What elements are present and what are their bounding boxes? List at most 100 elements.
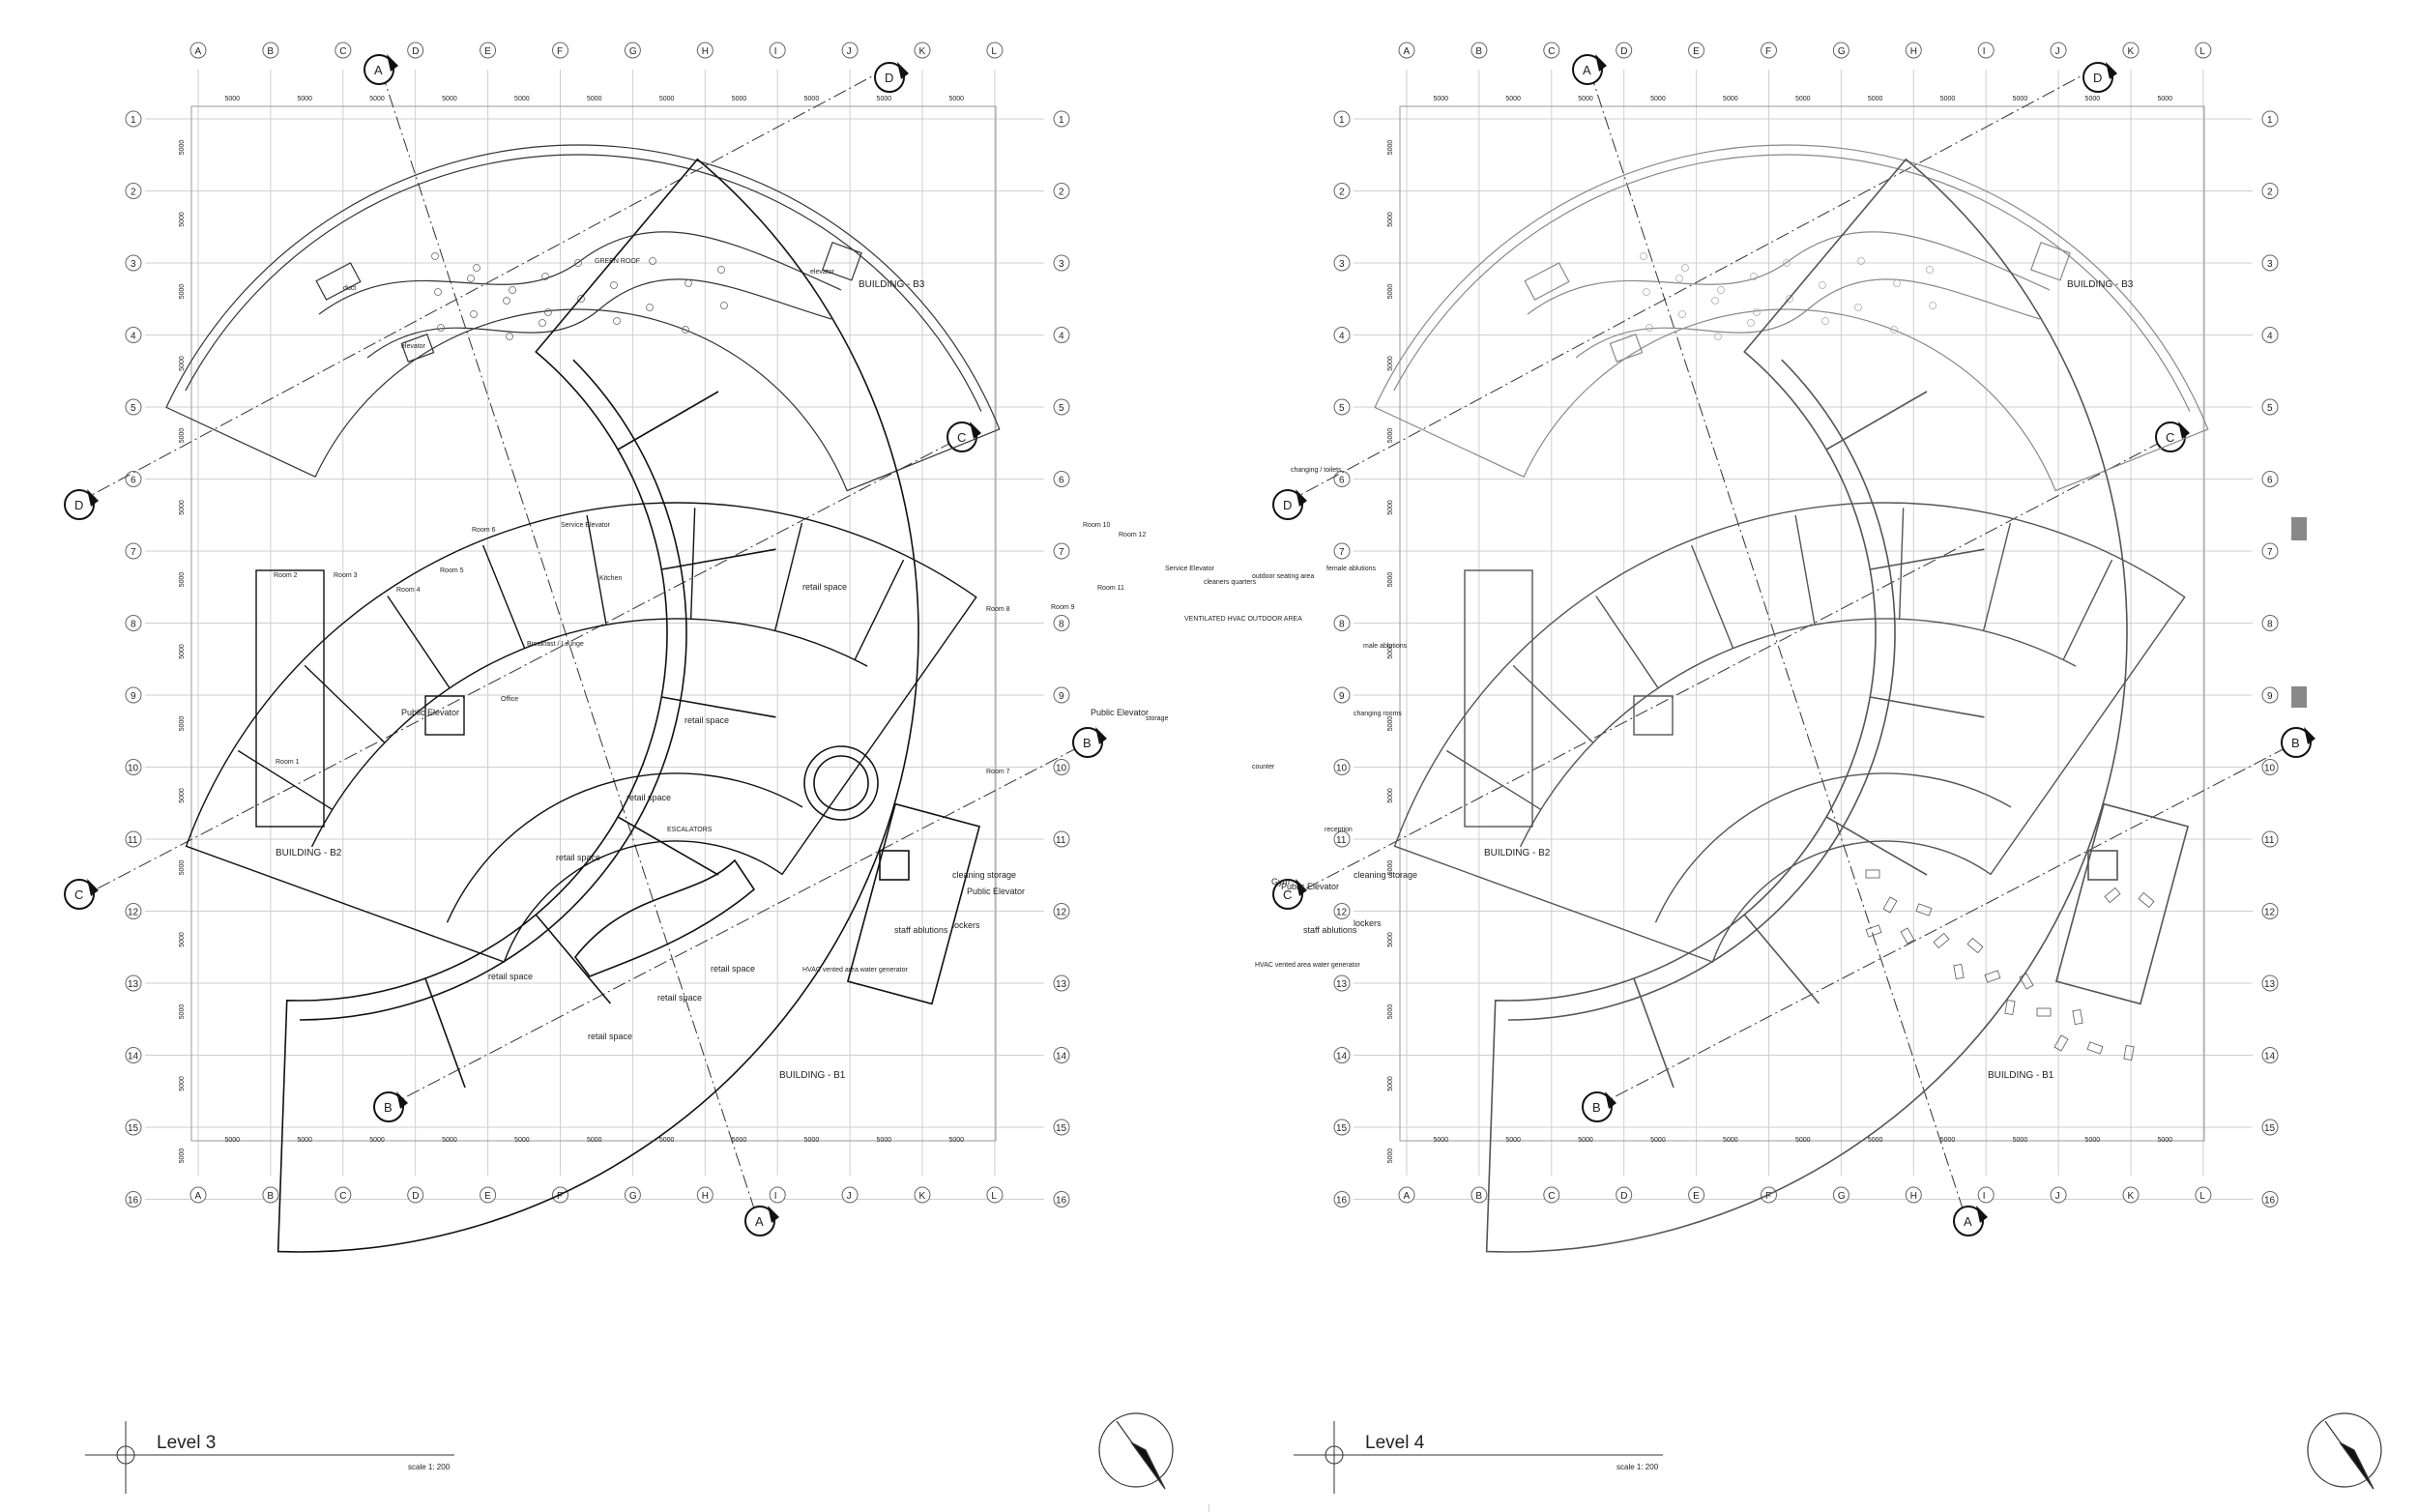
dimension-label: 5000 xyxy=(179,788,186,803)
room-label: cleaning storage xyxy=(1354,870,1417,880)
grid-row-label: 4 xyxy=(2267,332,2273,342)
grid-bubble-row xyxy=(125,686,142,704)
grid-col-label: G xyxy=(629,1191,637,1202)
grid-bubble-row xyxy=(2261,974,2279,992)
grid-row-label: 9 xyxy=(1339,691,1345,702)
grid-col-label: E xyxy=(484,46,491,57)
grid-bubble-col xyxy=(2050,42,2067,59)
gym-equipment-icon xyxy=(2004,999,2016,1016)
section-marker-arrow xyxy=(1605,1091,1616,1109)
tree-icon xyxy=(434,288,442,296)
tree-icon xyxy=(1819,281,1826,289)
tree-icon xyxy=(684,279,692,287)
dimension-label: 5000 xyxy=(179,1149,186,1164)
grid-col-label: B xyxy=(1475,46,1482,57)
grid-col-label: F xyxy=(557,46,563,57)
section-marker-circle xyxy=(2281,727,2312,758)
section-marker-circle xyxy=(1582,1091,1613,1122)
section-marker: A xyxy=(1572,54,1607,85)
grid-col-label: E xyxy=(1693,1191,1700,1202)
tree-icon xyxy=(1714,333,1722,340)
grid-row-label: 11 xyxy=(1056,835,1066,846)
grid-row-label: 4 xyxy=(131,332,136,342)
grid-bubble-row xyxy=(125,254,142,272)
room-label: cleaning storage xyxy=(952,870,1016,880)
grid-row-label: 16 xyxy=(1056,1196,1067,1207)
section-marker-circle xyxy=(373,1091,404,1122)
section-line-d xyxy=(1285,69,2094,504)
grid-row-label: 2 xyxy=(1339,188,1345,198)
tree-icon xyxy=(1645,324,1653,332)
dimension-label: 5000 xyxy=(732,96,747,102)
room-label: Breakfast / Lounge xyxy=(527,641,584,648)
grid-bubble-col xyxy=(1543,1186,1560,1204)
grid-bubble-row xyxy=(1333,183,1351,199)
grid-row-label: 15 xyxy=(2264,1123,2276,1134)
grid-bubble-col xyxy=(986,1186,1004,1204)
grid-col-label: E xyxy=(1693,46,1700,57)
tree-icon xyxy=(646,304,654,311)
grid-bubble-row xyxy=(1053,327,1070,343)
grid-col-label: K xyxy=(919,46,926,57)
grid-col-label: G xyxy=(629,46,637,57)
room-label: Room 1 xyxy=(276,759,300,766)
tree-icon xyxy=(1681,264,1689,272)
grid-col-label: K xyxy=(919,1191,926,1202)
room-label: Room 2 xyxy=(274,572,298,579)
room-label: cleaners quarters xyxy=(1204,579,1257,586)
section-marker: B xyxy=(373,1091,408,1122)
grid-bubble-row xyxy=(2261,686,2279,704)
b1-partition xyxy=(424,977,466,1089)
room-label: elevator xyxy=(401,343,426,350)
grid-bubble-row xyxy=(2261,110,2279,128)
section-marker: B xyxy=(1072,727,1107,758)
dimension-label: 5000 xyxy=(877,1137,892,1144)
b1-outline xyxy=(1485,158,2128,1253)
dimension-label: 5000 xyxy=(179,212,186,227)
grid-col-label: G xyxy=(1838,46,1846,57)
grid-row-label: 5 xyxy=(1339,403,1345,414)
grid-bubble-row xyxy=(2261,327,2279,343)
grid-bubble-col xyxy=(1761,42,1777,59)
grid-bubble-row xyxy=(1333,830,1351,848)
dimension-label: 5000 xyxy=(1650,96,1666,102)
grid-row-label: 3 xyxy=(131,259,136,270)
grid-bubble-row xyxy=(1333,615,1351,631)
section-marker-arrow xyxy=(897,62,909,79)
section-marker-label: C xyxy=(957,430,966,445)
dimension-label: 5000 xyxy=(369,96,385,102)
b2-room-divider xyxy=(773,522,803,631)
grid-col-label: K xyxy=(2128,1191,2135,1202)
tree-icon xyxy=(544,308,552,316)
section-marker: D xyxy=(874,62,909,93)
building-b1 xyxy=(1485,158,2307,1253)
dimension-label: 5000 xyxy=(2157,96,2172,102)
grid-row-label: 11 xyxy=(1336,835,1347,846)
grid-row-label: 9 xyxy=(131,691,136,702)
grid-row-label: 12 xyxy=(1056,908,1067,918)
room-label: staff ablutions xyxy=(894,925,948,935)
b2-room-divider xyxy=(1690,544,1734,649)
tree-icon xyxy=(1890,326,1898,334)
grid-bubble-row xyxy=(1333,398,1351,416)
dimension-label: 5000 xyxy=(224,1137,240,1144)
dimension-label: 5000 xyxy=(1387,1149,1394,1164)
tree-icon xyxy=(574,259,582,267)
grid-col-label: F xyxy=(557,1191,563,1202)
section-marker-label: A xyxy=(1964,1214,1972,1229)
section-marker: C xyxy=(2155,422,2190,452)
grid-bubble-row xyxy=(1333,110,1351,128)
grid-bubble-col xyxy=(262,1186,279,1204)
b2-room-block xyxy=(255,569,325,828)
dimension-label: 5000 xyxy=(514,96,530,102)
tree-icon xyxy=(470,310,478,318)
grid-col-label: F xyxy=(1765,46,1771,57)
escalator xyxy=(573,858,756,977)
room-label: Room 7 xyxy=(986,769,1010,775)
grid-bubble-row xyxy=(1053,471,1070,487)
grid-col-label: D xyxy=(412,1191,419,1202)
b2-room-divider xyxy=(1595,596,1659,689)
grid-bubble-col xyxy=(1398,1186,1415,1204)
grid-row-label: 7 xyxy=(1339,547,1345,558)
dimension-label: 5000 xyxy=(1723,96,1738,102)
